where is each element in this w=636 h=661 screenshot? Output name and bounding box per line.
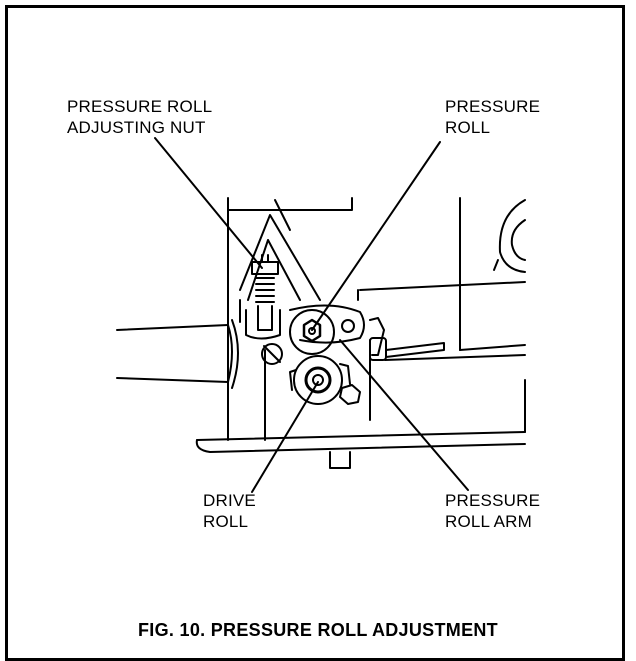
label-adjusting-nut: PRESSURE ROLL ADJUSTING NUT [67,96,212,138]
label-pressure-roll-arm-line1: PRESSURE [445,491,541,510]
frame-plate [227,197,371,441]
guide-knob [261,343,283,365]
leader-lines [154,137,469,493]
label-adjusting-nut-line1: PRESSURE ROLL [67,97,213,116]
label-drive-roll: DRIVE ROLL [203,490,256,532]
drive-roll-part [289,355,361,405]
label-drive-roll-line2: ROLL [203,512,249,531]
label-pressure-roll-line1: PRESSURE [445,97,541,116]
label-adjusting-nut-line2: ADJUSTING NUT [67,118,206,137]
leader-pressure-roll-arm [339,339,469,491]
base-plate [195,431,526,469]
leader-adjusting-nut [154,137,263,269]
label-drive-roll-line1: DRIVE [203,491,256,510]
pressure-roll-part [289,309,335,355]
label-pressure-roll-arm-line2: ROLL ARM [445,512,532,531]
label-pressure-roll-arm: PRESSURE ROLL ARM [445,490,540,532]
label-pressure-roll: PRESSURE ROLL [445,96,540,138]
figure-caption: FIG. 10. PRESSURE ROLL ADJUSTMENT [138,620,498,640]
motor-housing [116,319,239,389]
right-housing [357,197,526,433]
label-pressure-roll-line2: ROLL [445,118,491,137]
leader-pressure-roll [311,141,441,331]
adjusting-nut-assembly [239,254,281,340]
leader-drive-roll [251,381,319,493]
